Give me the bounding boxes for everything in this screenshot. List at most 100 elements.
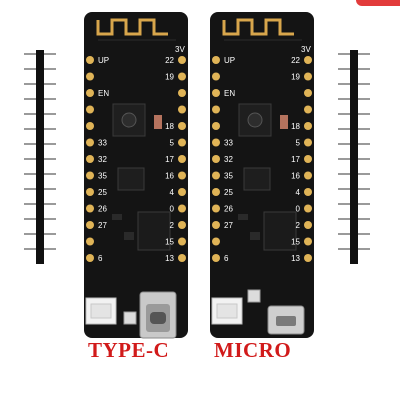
pin-label-left: EN <box>224 89 235 98</box>
pin-label-right: 0 <box>296 205 301 214</box>
pin-label-left: 25 <box>224 188 233 197</box>
pin-pad <box>86 171 94 180</box>
pin-pad <box>178 155 186 163</box>
pin-label-left: 27 <box>224 221 233 230</box>
pin-label-left: 26 <box>98 205 107 214</box>
pin-label-left: 33 <box>98 139 107 148</box>
pin-label-left: EN <box>98 89 109 98</box>
pin-pad <box>86 56 94 64</box>
pin-pad <box>178 105 186 114</box>
red-banner-corner <box>356 0 400 6</box>
pin-label-right: 4 <box>170 188 175 197</box>
pin-label-left: 6 <box>224 254 229 263</box>
pin-pad <box>212 138 220 147</box>
pin-pad <box>304 254 312 262</box>
pin-label-right: 13 <box>291 254 300 263</box>
pin-label-right: 13 <box>165 254 174 263</box>
caption-type-c: TYPE-C <box>88 338 170 362</box>
esp32-chip-icon <box>238 103 272 137</box>
pin-pad <box>304 72 312 81</box>
pin-pad <box>178 138 186 147</box>
pcb-antenna-icon <box>96 18 176 41</box>
pin-pad <box>86 122 94 130</box>
pcb-antenna-icon <box>222 18 302 41</box>
pin-pad <box>304 221 312 229</box>
pin-label-right: 16 <box>291 172 300 181</box>
pin-pad <box>304 171 312 180</box>
pin-pad <box>212 56 220 64</box>
pin-pad <box>86 237 94 246</box>
pin-pad <box>86 72 94 81</box>
pin-label-right: 22 <box>291 56 300 65</box>
jst-connector-icon <box>211 297 243 325</box>
pin-label-left: 35 <box>224 172 233 181</box>
pin-pad <box>212 105 220 114</box>
pin-pad <box>304 188 312 196</box>
pin-pad <box>304 89 312 97</box>
pin-pad <box>212 155 220 163</box>
pin-header-right <box>338 50 370 264</box>
pin-label-right: 2 <box>170 221 175 230</box>
pin-label-right: 5 <box>170 139 175 148</box>
pin-pad <box>304 204 312 213</box>
pin-pad <box>86 204 94 213</box>
pin-pad <box>212 204 220 213</box>
header-body <box>36 50 44 264</box>
pin-label-right: 18 <box>291 122 300 131</box>
pin-pad <box>178 89 186 97</box>
pin-pad <box>304 237 312 246</box>
pin-label-left: 35 <box>98 172 107 181</box>
pin-pad <box>212 221 220 229</box>
pin-label-left: 26 <box>224 205 233 214</box>
pin-label-right: 4 <box>296 188 301 197</box>
pin-pad <box>86 188 94 196</box>
pin-pad <box>178 72 186 81</box>
pin-pad <box>86 221 94 229</box>
pin-label-right: 17 <box>291 155 300 164</box>
pin-pad <box>178 254 186 262</box>
pin-label-left: UP <box>98 56 109 65</box>
pin-pad <box>86 254 94 262</box>
pin-pad <box>178 188 186 196</box>
pin-pad <box>86 155 94 163</box>
jst-connector-icon <box>85 297 117 325</box>
pin-label-left: UP <box>224 56 235 65</box>
pin-pad <box>304 105 312 114</box>
pin-label-right: 2 <box>296 221 301 230</box>
caption-micro: MICRO <box>214 338 292 362</box>
header-body <box>350 50 358 264</box>
pin-label-right: 19 <box>291 73 300 82</box>
pin-pad <box>304 155 312 163</box>
top-pin-label: 3V <box>301 45 311 54</box>
board-type-c: 3V <box>84 12 188 339</box>
pin-label-left: 27 <box>98 221 107 230</box>
pin-pad <box>304 56 312 64</box>
pin-label-right: 15 <box>165 238 174 247</box>
pin-label-left: 33 <box>224 139 233 148</box>
pin-pad <box>178 237 186 246</box>
pin-label-right: 18 <box>165 122 174 131</box>
pin-label-left: 25 <box>98 188 107 197</box>
pin-label-right: 22 <box>165 56 174 65</box>
pin-pad <box>212 72 220 81</box>
pin-pad <box>178 122 186 130</box>
pin-pad <box>178 204 186 213</box>
pin-label-left: 32 <box>98 155 107 164</box>
pin-pad <box>178 221 186 229</box>
esp32-chip-icon <box>112 103 146 137</box>
usb-type-c-icon <box>139 291 177 339</box>
pin-header-left <box>24 50 56 264</box>
pin-pad <box>86 105 94 114</box>
pin-pad <box>212 237 220 246</box>
pin-label-right: 16 <box>165 172 174 181</box>
pin-pad <box>86 89 94 97</box>
pin-label-left: 6 <box>98 254 103 263</box>
pin-pad <box>304 138 312 147</box>
pin-pad <box>86 138 94 147</box>
pin-label-right: 0 <box>170 205 175 214</box>
pin-label-right: 15 <box>291 238 300 247</box>
pin-pad <box>178 171 186 180</box>
